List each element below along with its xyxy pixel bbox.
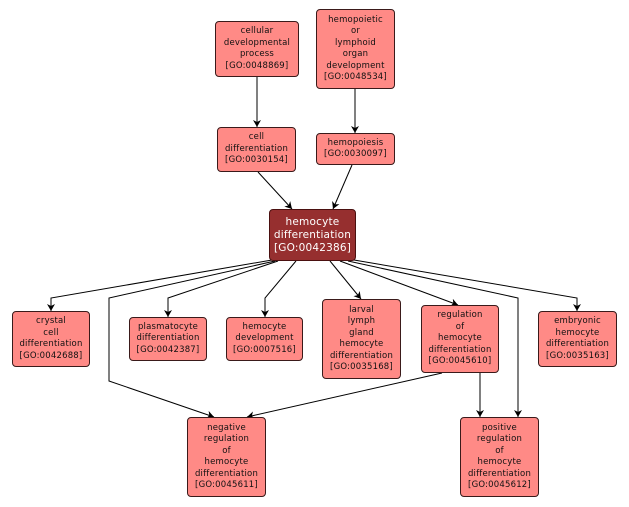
term-label-line: hemocyte: [204, 457, 249, 467]
go-id-label: [GO:0045610]: [428, 356, 492, 367]
term-label-line: differentiation: [224, 143, 289, 154]
go-id-label: [GO:0035163]: [546, 350, 609, 361]
edge-hemocyte-differentiation-to-larval-lymph-gland: [329, 260, 362, 300]
term-label-line: hemocyte: [339, 339, 384, 349]
term-label-line: cell: [43, 327, 59, 338]
edge-cell-differentiation-to-hemocyte-differentiation: [257, 171, 293, 210]
term-label-line: hemocyte: [555, 327, 600, 338]
term-label-line: differentiation: [136, 333, 200, 344]
term-label-line: differentiation: [194, 468, 259, 479]
term-label-line: of: [495, 445, 504, 456]
edge-hemocyte-differentiation-to-negative-regulation: [108, 260, 276, 419]
go-id-label: [GO:0007516]: [233, 344, 296, 355]
edge-hemocyte-differentiation-to-regulation-hemocyte-diff: [339, 260, 459, 307]
term-label-line: differentiation: [19, 339, 83, 349]
term-label-line: cellular: [240, 26, 274, 36]
term-label-line: gland: [349, 327, 374, 338]
term-label-line: differentiation: [545, 339, 610, 349]
edge-hemocyte-differentiation-to-embryonic-hemocyte-diff: [353, 259, 581, 311]
edge-hemocyte-differentiation-to-plasmatocyte-differentiation: [164, 260, 279, 317]
term-label-line: regulation: [437, 310, 483, 321]
term-label-line: embryonic: [554, 316, 601, 326]
term-label-line: differentiation: [273, 228, 352, 241]
term-label-line: negative: [207, 422, 246, 433]
term-label-line: lymphoid: [334, 37, 376, 48]
term-label-line: hemopoietic: [328, 14, 383, 25]
edge-hemopoiesis-to-hemocyte-differentiation: [332, 164, 353, 210]
term-label-line: differentiation: [329, 350, 394, 361]
go-id-label: [GO:0045611]: [195, 480, 258, 490]
term-label-line: hemocyte: [438, 333, 482, 344]
edge-regulation-hemocyte-diff-to-negative-regulation: [246, 372, 443, 420]
go-id-label: [GO:0048534]: [324, 72, 387, 82]
term-label-line: positive: [482, 422, 517, 433]
term-label-line: of: [455, 321, 465, 332]
term-label-line: cell: [248, 132, 265, 143]
edge-hemocyte-differentiation-to-hemocyte-development: [261, 260, 297, 317]
edge-hemocyte-differentiation-to-positive-regulation: [347, 260, 522, 417]
term-label-line: crystal: [36, 316, 66, 326]
go-id-label: [GO:0035168]: [330, 362, 393, 372]
go-id-label: [GO:0042387]: [136, 344, 200, 355]
term-label-line: hemopoiesis: [327, 137, 384, 148]
term-label-line: organ: [342, 49, 369, 59]
go-id-label: [GO:0042688]: [19, 350, 83, 361]
go-id-label: [GO:0045612]: [468, 480, 531, 490]
term-label-line: differentiation: [428, 344, 492, 355]
term-label-line: hemocyte: [477, 457, 522, 467]
go-id-label: [GO:0030097]: [324, 149, 387, 159]
term-label-line: regulation: [476, 434, 523, 444]
term-label-line: lymph: [347, 316, 376, 326]
term-label-line: plasmatocyte: [137, 321, 199, 332]
term-label-line: process: [239, 49, 275, 59]
term-label-line: hemocyte: [285, 215, 340, 228]
node-hemopoiesis[interactable]: hemopoiesis[GO:0030097]: [316, 133, 395, 165]
go-id-label: [GO:0048869]: [225, 60, 289, 71]
term-label-line: developmental: [223, 37, 291, 48]
edge-hemocyte-differentiation-to-crystal-cell-differentiation: [47, 259, 273, 311]
go-id-label: [GO:0042386]: [273, 241, 352, 254]
term-label-line: larval: [349, 304, 374, 315]
term-label-line: differentiation: [467, 468, 532, 479]
term-label-line: or: [350, 26, 361, 36]
term-label-line: hemocyte: [242, 321, 287, 332]
term-label-line: development: [326, 60, 385, 71]
term-label-line: of: [222, 445, 231, 456]
term-label-line: regulation: [203, 434, 250, 444]
go-id-label: [GO:0030154]: [225, 155, 288, 166]
term-label-line: development: [235, 333, 294, 344]
